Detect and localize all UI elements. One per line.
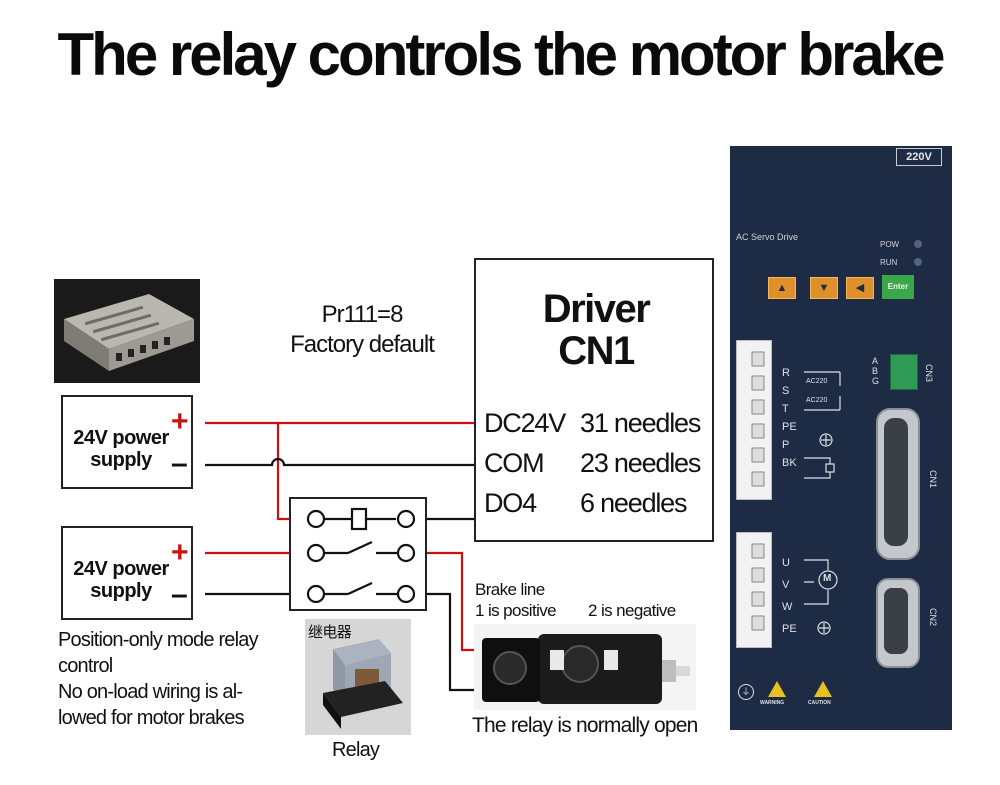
position-note-line-2: No on-load wiring is al-	[58, 681, 243, 703]
ac220-label-2: AC220	[806, 397, 828, 404]
parameter-note: Pr111=8 Factory default	[262, 300, 462, 360]
position-note-line-0: Position-only mode relay	[58, 629, 259, 651]
relay-chinese-label: 继电器	[308, 624, 352, 641]
psu2-plus-sign: +	[171, 536, 189, 569]
left-key[interactable]: ◀	[846, 277, 874, 299]
cn3-connector	[890, 354, 918, 390]
psu1-minus-sign: –	[171, 447, 188, 480]
driver-title: Driver	[542, 287, 651, 331]
pow-indicator-label: POW	[880, 240, 900, 249]
terminal-v: V	[782, 579, 790, 591]
driver-pin-signal-1: COM	[484, 448, 545, 478]
terminal-bk: BK	[782, 457, 797, 469]
terminal-motor-pe: PE	[782, 623, 797, 635]
terminal-g: G	[872, 376, 880, 386]
cn1-label: CN1	[928, 469, 939, 489]
servo-drive-panel: 220V AC Servo Drive POW RUN ▲ ▼ ◀ Enter …	[730, 146, 952, 730]
driver-pin-number-0: 31 needles	[580, 408, 701, 438]
down-key[interactable]: ▼	[810, 277, 838, 299]
caution-label: CAUTION	[808, 700, 831, 706]
parameter-default: Factory default	[290, 331, 435, 358]
warning-triangle-icon	[768, 681, 786, 697]
psu1-label-line1: 24V power	[73, 427, 169, 449]
parameter-value: Pr111=8	[321, 301, 404, 328]
relay-contact-2	[347, 582, 373, 595]
cn2-socket	[884, 588, 908, 654]
driver-pin-signal-0: DC24V	[484, 408, 566, 438]
relay-photo: 继电器	[305, 619, 411, 735]
terminal-p: P	[782, 439, 790, 451]
ac220-label-1: AC220	[806, 378, 828, 385]
page-title: The relay controls the motor brake	[57, 21, 946, 88]
psu2-label-line1: 24V power	[73, 558, 169, 580]
brake-negative-label: 2 is negative	[588, 601, 676, 620]
position-note-line-1: control	[58, 655, 113, 677]
relay-normally-open-note: The relay is normally open	[472, 714, 698, 737]
relay-coil	[350, 507, 368, 531]
power-supply-box-1: 24V power supply + –	[61, 395, 193, 489]
driver-cn1-box: Driver CN1 DC24V 31 needles COM 23 needl…	[474, 258, 714, 542]
terminal-b: B	[872, 366, 879, 376]
wire-brake-negative	[418, 592, 488, 692]
pow-led	[914, 240, 922, 248]
terminal-u: U	[782, 557, 790, 569]
motor-symbols	[804, 559, 838, 635]
warning-label: WARNING	[760, 700, 785, 706]
terminal-w: W	[782, 601, 793, 613]
cn1-socket	[884, 418, 908, 546]
brake-line-label: Brake line	[475, 580, 545, 599]
position-note-line-3: lowed for motor brakes	[58, 707, 245, 729]
terminal-a: A	[872, 356, 879, 366]
position-mode-note: Position-only mode relay control No on-l…	[58, 627, 298, 731]
relay-contact-1	[347, 541, 373, 554]
driver-pin-signal-2: DO4	[484, 488, 537, 518]
ground-symbol-icon: ⏚	[738, 684, 754, 700]
driver-pin-number-2: 6 needles	[580, 488, 688, 518]
driver-pin-number-1: 23 needles	[580, 448, 701, 478]
motor-terminal-screws	[751, 543, 765, 631]
power-terminal-screws	[751, 351, 765, 487]
encoder-terminal-labels: A B G	[872, 356, 879, 386]
servo-drive-brand: AC Servo Drive	[736, 232, 799, 242]
driver-connector: CN1	[558, 329, 635, 373]
run-led	[914, 258, 922, 266]
motor-terminal-labels: U V W PE	[782, 552, 797, 640]
terminal-r: R	[782, 367, 790, 379]
up-key[interactable]: ▲	[768, 277, 796, 299]
cn2-label: CN2	[928, 607, 939, 627]
terminal-pe: PE	[782, 421, 797, 433]
psu2-minus-sign: –	[171, 578, 188, 611]
relay-caption: Relay	[332, 739, 380, 761]
voltage-badge: 220V	[896, 148, 942, 166]
caution-triangle-icon	[814, 681, 832, 697]
psu1-label-line2: supply	[90, 449, 152, 471]
run-indicator-label: RUN	[880, 258, 898, 267]
enter-key[interactable]: Enter	[882, 275, 914, 299]
psu1-plus-sign: +	[171, 405, 189, 438]
power-supply-box-2: 24V power supply + –	[61, 526, 193, 620]
power-terminal-labels: R S T PE P BK	[782, 364, 797, 472]
wire-psu1-negative	[205, 457, 476, 467]
psu2-label-line2: supply	[90, 580, 152, 602]
terminal-s: S	[782, 385, 790, 397]
terminal-t: T	[782, 403, 789, 415]
brake-positive-label: 1 is positive	[475, 601, 557, 620]
motor-symbol-label: M	[823, 573, 832, 584]
servo-motor-photo	[474, 624, 696, 710]
power-supply-photo	[54, 279, 200, 383]
cn3-label: CN3	[924, 363, 935, 383]
power-symbols	[804, 371, 841, 479]
